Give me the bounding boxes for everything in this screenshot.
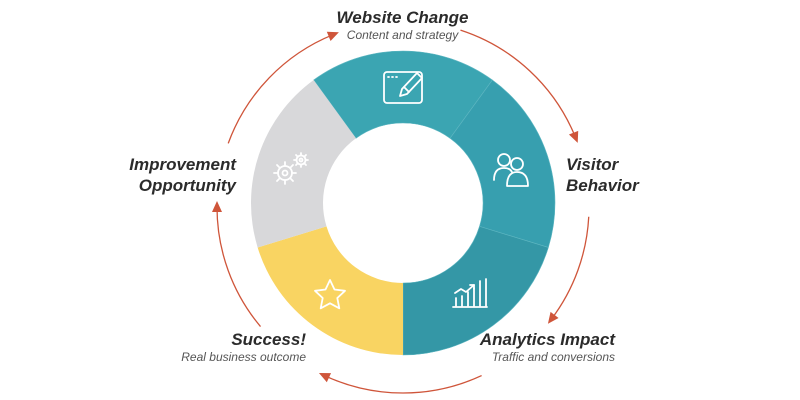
arrowhead-icon (547, 311, 559, 324)
stage-title: Analytics Impact (479, 330, 615, 349)
stage-analytics-impact: Analytics Impact Traffic and conversions (470, 329, 615, 365)
segment-analytics-impact (402, 226, 549, 356)
stage-title-line: Visitor (566, 155, 619, 174)
stage-subtitle: Traffic and conversions (491, 350, 615, 364)
stage-title-line: Behavior (566, 176, 639, 195)
cycle-arrow (212, 201, 262, 327)
stage-visitor-behavior: Visitor Behavior (566, 154, 639, 196)
arrowhead-icon (568, 130, 579, 143)
cycle-arrow (227, 31, 339, 144)
stage-title-line: Opportunity (138, 176, 236, 195)
cycle-arrow (460, 29, 579, 143)
chart-growth-icon (452, 278, 488, 308)
gears-icon (273, 152, 309, 185)
arrowhead-icon (212, 201, 222, 212)
star-icon (314, 279, 346, 310)
stage-subtitle: Content and strategy (346, 28, 459, 42)
cycle-arrow (547, 216, 590, 324)
cycle-arrow (318, 373, 482, 394)
stage-website-change: Website Change Content and strategy (320, 7, 485, 43)
stage-title: Success! (231, 330, 306, 349)
stage-title: Website Change (336, 8, 469, 27)
arrowhead-icon (318, 373, 332, 383)
stage-success: Success! Real business outcome (160, 329, 306, 365)
segment-visitor-behavior (449, 79, 556, 248)
users-icon (493, 153, 529, 187)
edit-window-icon (383, 71, 423, 104)
arrowhead-icon (326, 31, 339, 42)
segment-success (257, 226, 403, 355)
stage-improvement-opportunity: Improvement Opportunity (120, 154, 236, 196)
stage-subtitle: Real business outcome (181, 350, 306, 364)
stage-title-line: Improvement (129, 155, 236, 174)
